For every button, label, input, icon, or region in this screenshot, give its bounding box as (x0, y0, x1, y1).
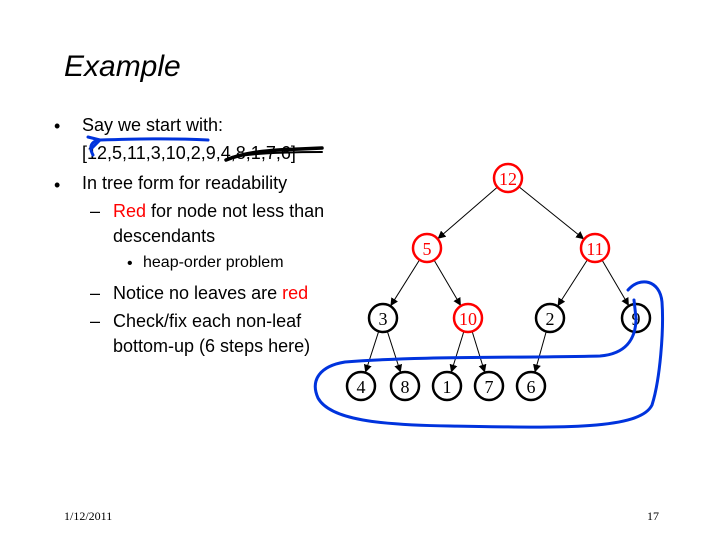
tree-node-label: 10 (459, 309, 477, 329)
slide-number: 17 (647, 509, 659, 523)
tree-node-2: 2 (534, 302, 566, 334)
slide-title: Example (64, 50, 181, 83)
tree-node-1: 1 (431, 370, 463, 402)
tree-node-circle (367, 302, 399, 334)
tree-node-7: 7 (473, 370, 505, 402)
tree-node-label: 6 (527, 377, 536, 397)
tree-edges (363, 186, 629, 373)
red-rule-rest: for node not less than (146, 201, 325, 221)
tree-node-circle (411, 232, 443, 264)
descendants-text: descendants (113, 226, 216, 246)
tree-edge-n11-n2 (557, 259, 588, 307)
check-fix-text: Check/fix each non-leaf (113, 311, 302, 331)
hand-drawn-arrow-annotation (86, 135, 102, 151)
tree-node-circle (534, 302, 566, 334)
tree-node-circle (389, 370, 421, 402)
leaves-text: Notice no leaves are red (113, 283, 308, 304)
tree-node-circle (431, 370, 463, 402)
tree-node-circle (579, 232, 611, 264)
tree-node-circle (492, 162, 524, 194)
leaves-text-plain: Notice no leaves are (113, 283, 283, 303)
hand-drawn-arrow-annotation (89, 137, 210, 157)
bullet-marker: • (54, 175, 61, 195)
tree-node-5: 5 (411, 232, 443, 264)
bottom-up-text: bottom-up (6 steps here) (113, 336, 311, 356)
tree-edge-n12-n11 (518, 186, 585, 240)
tree-edge-n3-n8 (386, 331, 403, 373)
tree-node-label: 7 (485, 377, 494, 397)
tree-edge-n12-n5 (437, 186, 498, 239)
tree-edge-n5-n10 (433, 259, 461, 306)
hand-drawn-loop-annotation (313, 280, 665, 429)
tree-node-4: 4 (345, 370, 377, 402)
tree-node-label: 8 (401, 377, 410, 397)
tree-edge-n11-n9 (601, 259, 629, 306)
tree-edge-n10-n1 (449, 331, 465, 373)
tree-node-11: 11 (579, 232, 611, 264)
strikethrough-scribble (224, 146, 324, 162)
tree-node-circle (515, 370, 547, 402)
tree-node-label: 1 (443, 377, 452, 397)
tree-node-label: 5 (423, 239, 432, 259)
tree-node-12: 12 (492, 162, 524, 194)
footer-date: 1/12/2011 (64, 509, 113, 523)
tree-node-circle (345, 370, 377, 402)
tree-node-8: 8 (389, 370, 421, 402)
bullet-marker: • (127, 255, 133, 272)
tree-edge-n2-n6 (533, 331, 547, 373)
tree-node-circle (452, 302, 484, 334)
tree-edge-n10-n7 (471, 331, 487, 373)
tree-form-text: In tree form for readability (82, 173, 288, 193)
tree-node-label: 3 (379, 309, 388, 329)
tree-node-label: 12 (499, 169, 517, 189)
tree-node-label: 2 (546, 309, 555, 329)
tree-edge-n5-n3 (390, 259, 420, 307)
bullet-marker: • (54, 116, 61, 136)
tree-node-label: 4 (357, 377, 366, 397)
tree-node-label: 11 (586, 239, 603, 259)
tree-edge-n3-n4 (363, 331, 380, 373)
red-rule-text: Red for node not less than (113, 201, 324, 222)
tree-node-circle (473, 370, 505, 402)
red-word: Red (113, 201, 147, 221)
sub-dash: – (90, 283, 101, 303)
sub-dash: – (90, 201, 101, 221)
strikethrough-scribble (231, 151, 323, 158)
tree-node-3: 3 (367, 302, 399, 334)
initial-array-text: [12,5,11,3,10,2,9,4,8,1,7,6] (82, 143, 296, 163)
tree-node-6: 6 (515, 370, 547, 402)
leaves-red-word: red (282, 283, 309, 303)
tree-node-10: 10 (452, 302, 484, 334)
heap-order-text: heap-order problem (143, 254, 284, 271)
bullet-start-text: Say we start with: (82, 115, 224, 135)
sub-dash: – (90, 311, 101, 331)
